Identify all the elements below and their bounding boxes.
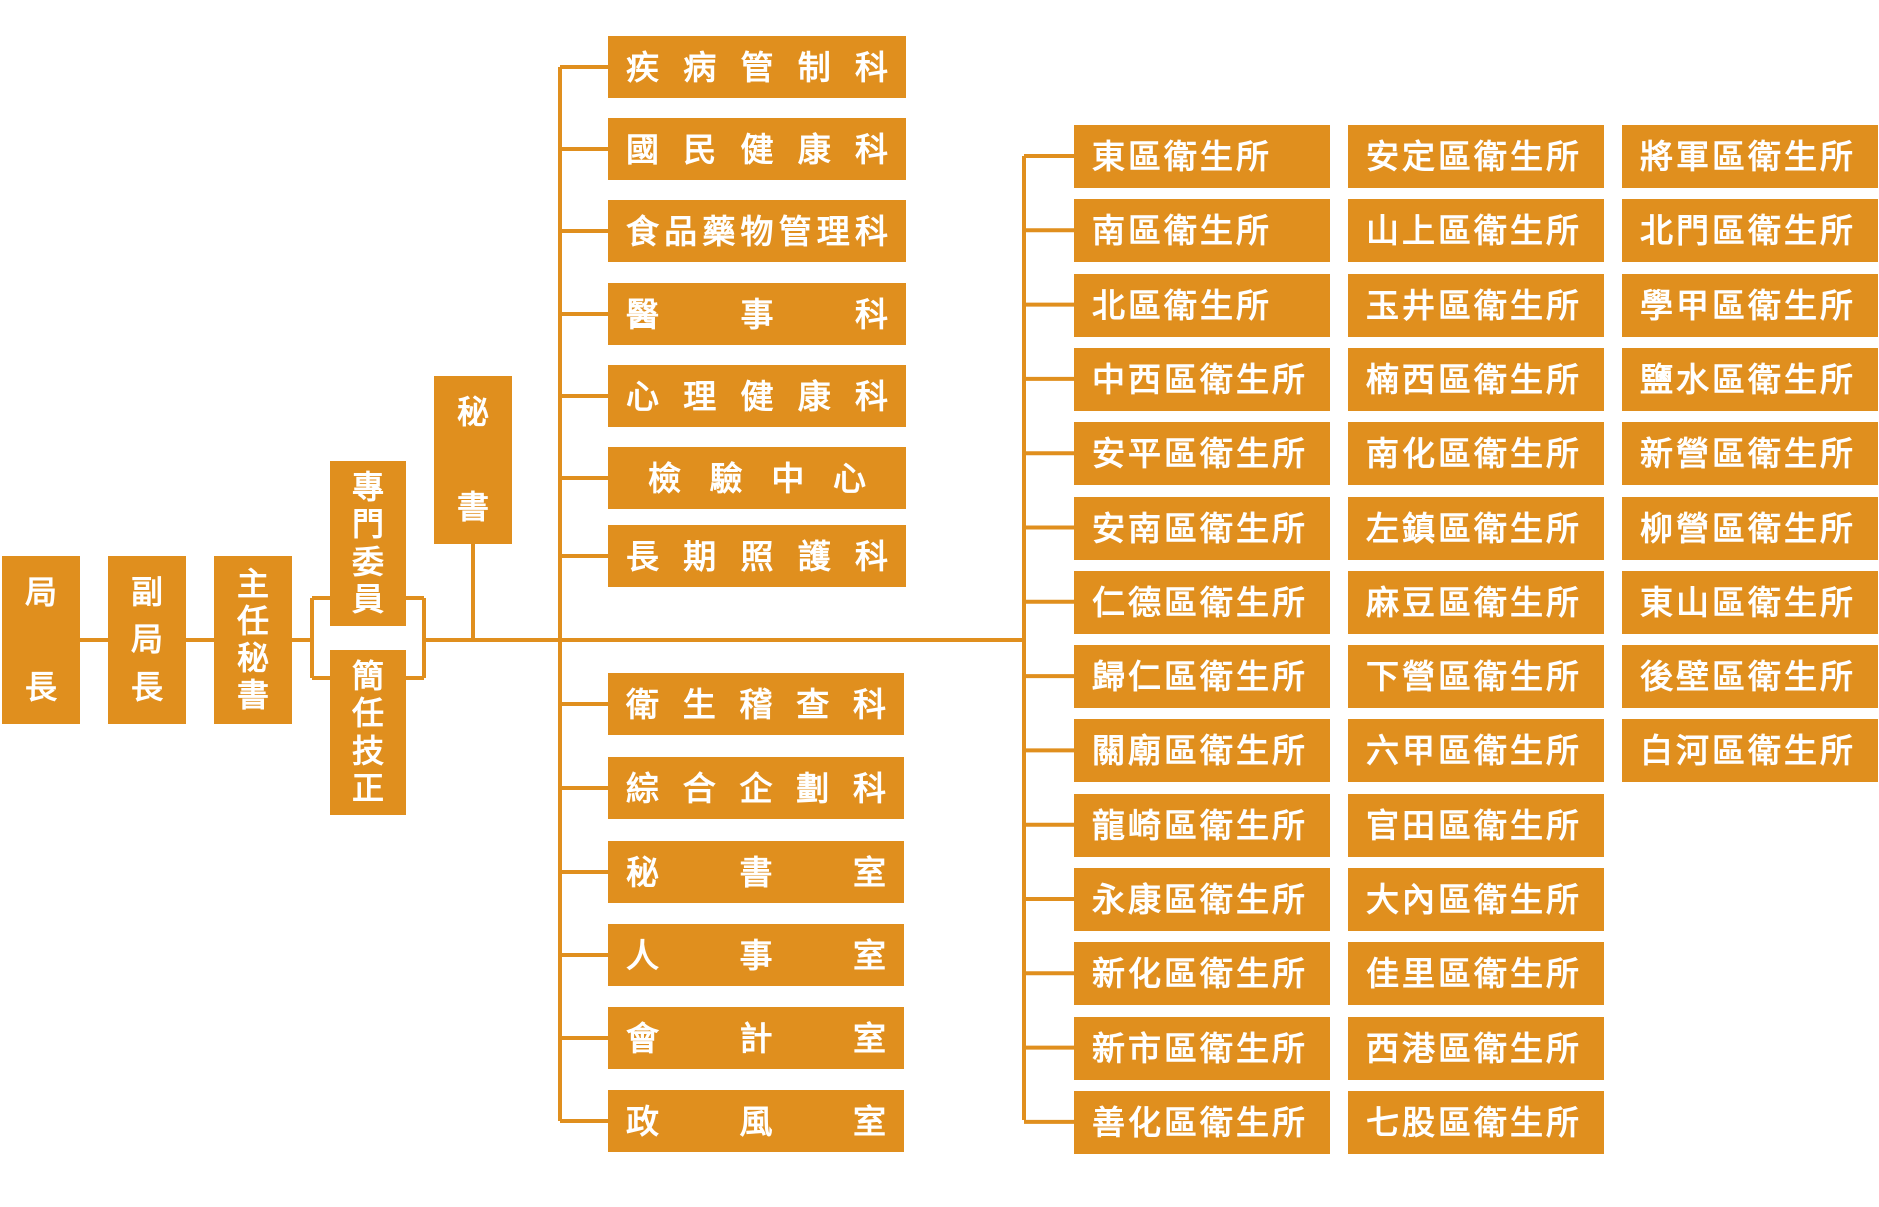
health-station-box: 新化區衛生所 [1074,942,1330,1006]
health-station-box: 山上區衛生所 [1348,199,1604,263]
section-box: 會計室 [608,1007,904,1069]
health-station-box: 鹽水區衛生所 [1622,347,1878,411]
health-station-box: 玉井區衛生所 [1348,273,1604,337]
health-station-box: 柳營區衛生所 [1622,496,1878,560]
health-station-box: 東區衛生所 [1074,125,1330,188]
health-station-box: 永康區衛生所 [1074,868,1330,931]
section-box: 心理健康科 [608,365,906,427]
health-station-box: 左鎮區衛生所 [1348,496,1604,560]
section-box: 疾病管制科 [608,36,906,98]
health-station-box: 善化區衛生所 [1074,1090,1330,1154]
chief-secretary-box: 主任秘書 [214,556,292,724]
health-station-box: 東山區衛生所 [1622,570,1878,634]
section-box: 人事室 [608,924,904,986]
secretary-box: 秘書 [434,376,512,544]
health-station-box: 後壁區衛生所 [1622,645,1878,709]
health-station-box: 下營區衛生所 [1348,645,1604,709]
health-station-box: 中西區衛生所 [1074,347,1330,411]
section-box: 檢驗中心 [608,447,906,509]
health-station-box: 官田區衛生所 [1348,793,1604,857]
health-station-box: 學甲區衛生所 [1622,273,1878,337]
director-box: 局長 [2,556,80,724]
health-station-box: 歸仁區衛生所 [1074,645,1330,709]
health-station-box: 將軍區衛生所 [1622,125,1878,188]
health-station-box: 大內區衛生所 [1348,868,1604,931]
health-station-box: 楠西區衛生所 [1348,347,1604,411]
section-box: 秘書室 [608,841,904,903]
section-box: 衛生稽查科 [608,673,904,735]
health-station-box: 七股區衛生所 [1348,1090,1604,1154]
senior-technical-specialist-box: 簡任技正 [330,650,406,815]
health-station-box: 安南區衛生所 [1074,496,1330,560]
health-station-box: 北區衛生所 [1074,273,1330,337]
health-station-box: 龍崎區衛生所 [1074,793,1330,857]
deputy-director-box: 副局長 [108,556,186,724]
section-box: 醫事科 [608,283,906,345]
health-station-box: 六甲區衛生所 [1348,719,1604,783]
section-box: 國民健康科 [608,118,906,180]
health-station-box: 仁德區衛生所 [1074,570,1330,634]
section-box: 綜合企劃科 [608,757,904,819]
health-station-box: 新營區衛生所 [1622,422,1878,486]
senior-specialist-box: 專門委員 [330,461,406,626]
health-station-box: 南化區衛生所 [1348,422,1604,486]
health-station-box: 安平區衛生所 [1074,422,1330,486]
health-station-box: 西港區衛生所 [1348,1016,1604,1080]
health-station-box: 北門區衛生所 [1622,199,1878,263]
health-station-box: 安定區衛生所 [1348,125,1604,188]
section-box: 政風室 [608,1090,904,1152]
health-station-box: 關廟區衛生所 [1074,719,1330,783]
health-station-box: 麻豆區衛生所 [1348,570,1604,634]
health-station-box: 南區衛生所 [1074,199,1330,263]
health-station-box: 新市區衛生所 [1074,1016,1330,1080]
health-station-box: 白河區衛生所 [1622,719,1878,783]
section-box: 食品藥物管理科 [608,200,906,262]
health-station-box: 佳里區衛生所 [1348,942,1604,1006]
section-box: 長期照護科 [608,525,906,587]
